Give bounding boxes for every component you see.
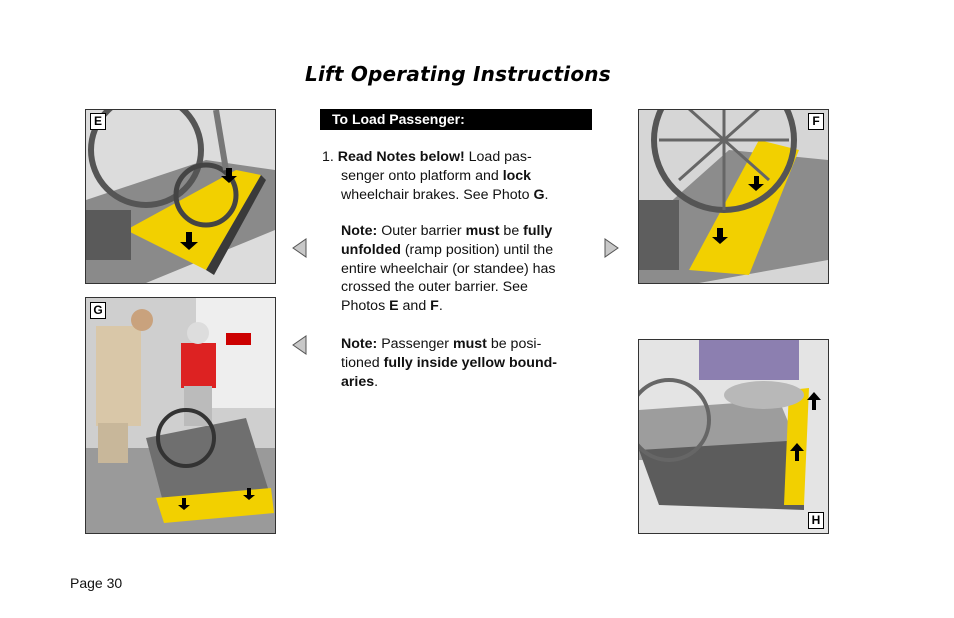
text: lock (502, 167, 532, 184)
text: . (544, 186, 549, 203)
down-arrow-icon (748, 176, 764, 191)
text: be posi- (486, 336, 542, 352)
up-arrow-icon (790, 443, 804, 461)
photo-label: E (90, 113, 106, 130)
section-header: To Load Passenger: (320, 109, 592, 130)
down-arrow-icon (243, 488, 255, 500)
text: unfolded (341, 241, 401, 258)
note-label: Note: (341, 223, 378, 239)
text: must (452, 336, 487, 352)
read-notes: Read Notes below! (337, 149, 465, 165)
triangle-right-icon (604, 238, 619, 258)
text: aries (341, 373, 375, 390)
page-number: Page 30 (70, 575, 123, 591)
photo-label: G (90, 302, 106, 319)
photo-label: F (808, 113, 824, 130)
photo-h: H (638, 339, 829, 534)
triangle-left-icon (292, 335, 307, 355)
text: must (465, 223, 500, 239)
note-barrier: Note: Outer barrier must be fully unfold… (322, 222, 603, 316)
note-label: Note: (341, 336, 378, 352)
down-arrow-icon (712, 228, 728, 244)
text: Load pas- (464, 149, 532, 165)
triangle-left-icon (292, 238, 307, 258)
text: F (430, 298, 439, 315)
text: fully inside yellow bound- (383, 354, 558, 371)
text: . (374, 373, 379, 390)
page-title: Lift Operating Instructions (305, 62, 611, 86)
text: senger onto platform and (341, 167, 503, 184)
down-arrow-icon (178, 498, 190, 510)
text: (ramp position) until the (400, 241, 554, 258)
text: Photos (341, 298, 390, 315)
down-arrow-icon (221, 168, 237, 183)
text: and (398, 298, 431, 315)
text: be (499, 223, 524, 239)
photo-f: F (638, 109, 829, 284)
text: G (533, 186, 545, 203)
text: E (389, 298, 399, 315)
text: wheelchair brakes. See Photo (341, 186, 534, 203)
up-arrow-icon (807, 392, 821, 410)
step-number: 1 (322, 149, 330, 165)
text: . (438, 298, 443, 315)
step-1-paragraph: 1. Read Notes below! Load pas- senger on… (322, 149, 549, 203)
photo-label: H (808, 512, 824, 529)
text: crossed the outer barrier. See (341, 279, 528, 296)
photo-e: E (85, 109, 276, 284)
text: Outer barrier (377, 223, 466, 239)
photo-g: G (85, 297, 276, 534)
note-boundaries: Note: Passenger must be posi- tioned ful… (322, 335, 603, 391)
down-arrow-icon (180, 232, 198, 250)
text: Passenger (377, 336, 453, 352)
text: tioned (341, 354, 384, 371)
text: entire wheelchair (or standee) has (341, 260, 556, 277)
text: fully (523, 223, 553, 239)
